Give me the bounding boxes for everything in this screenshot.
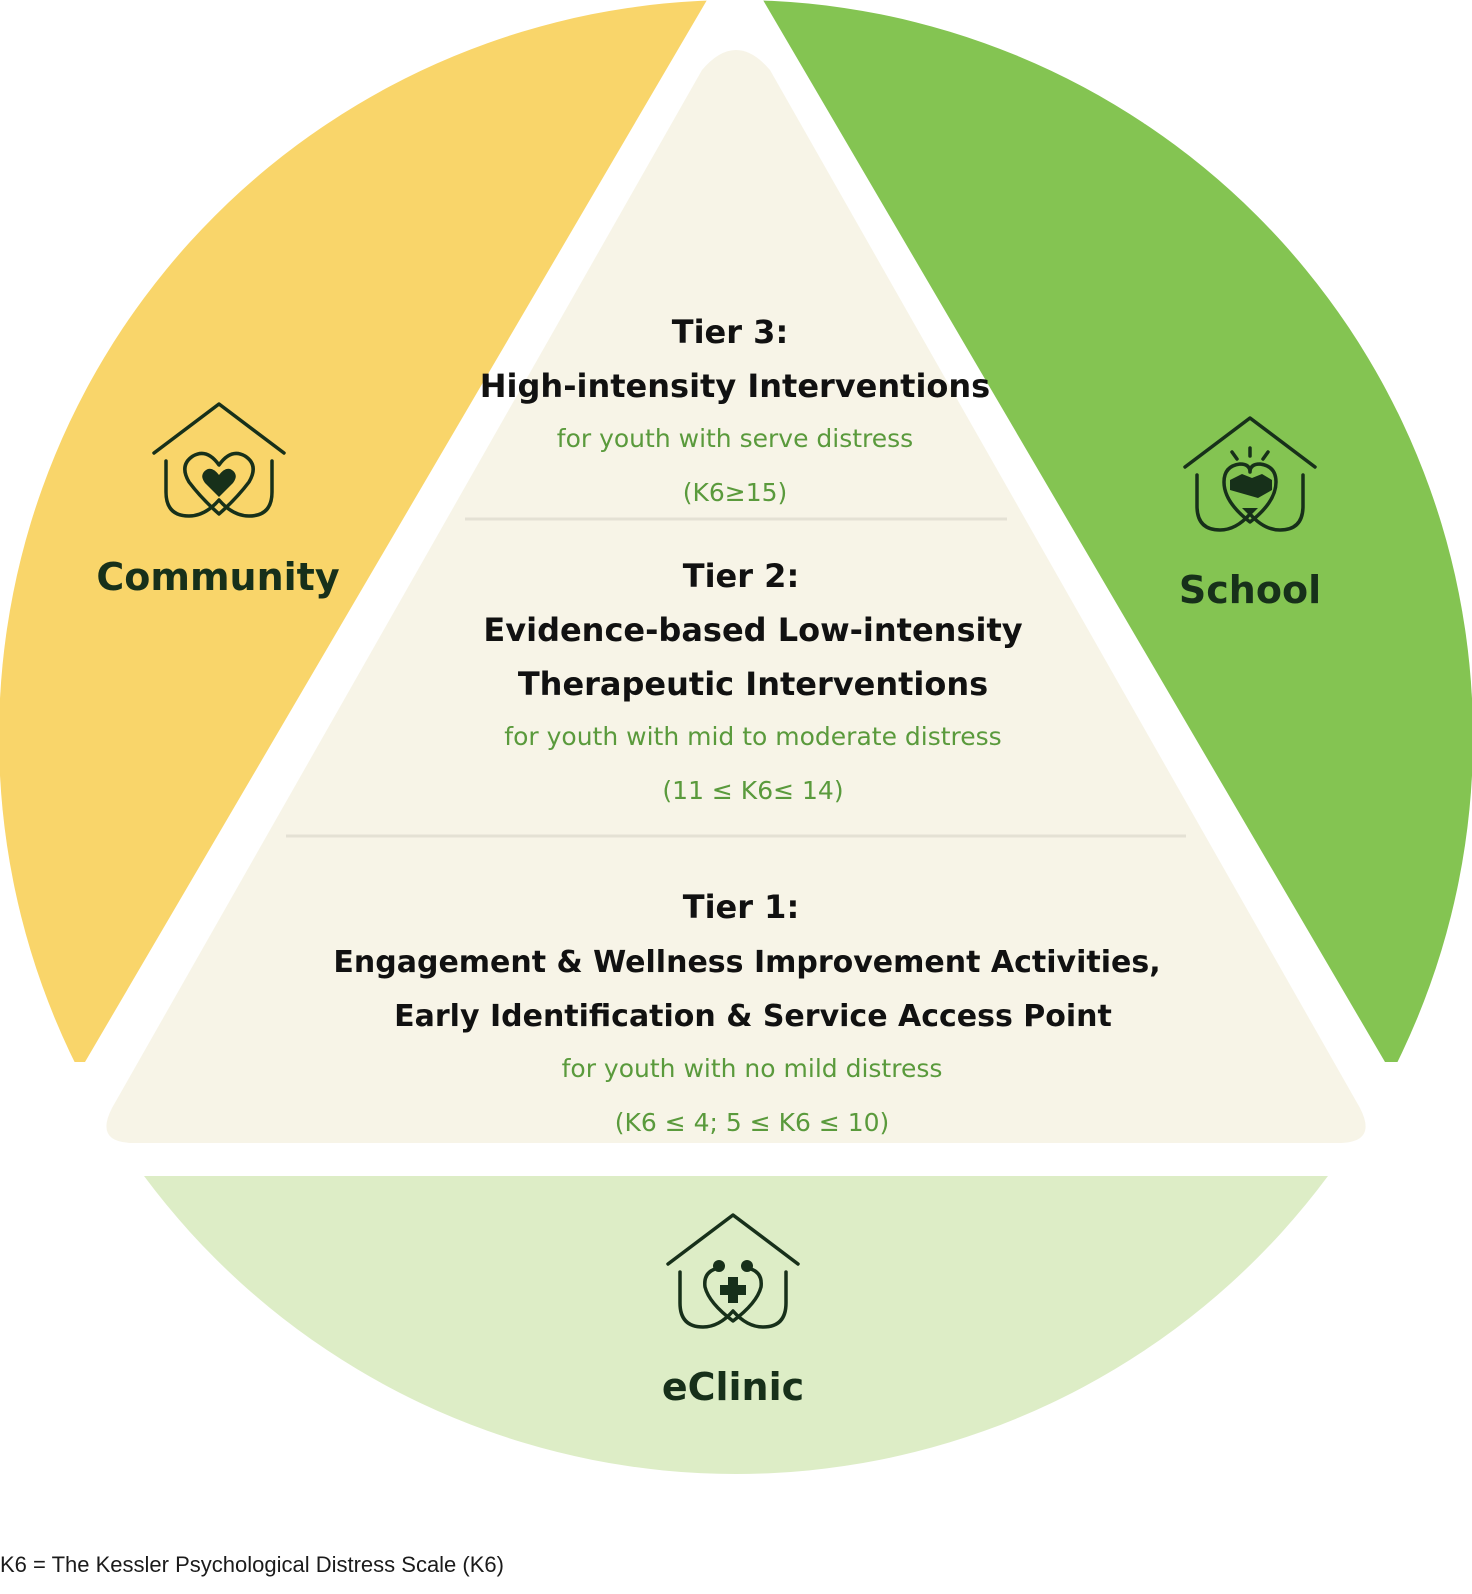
community-segment bbox=[0, 0, 707, 1062]
tier2-title-line2: Therapeutic Interventions bbox=[518, 665, 988, 703]
tier3-title: High-intensity Interventions bbox=[480, 367, 990, 405]
tier1-heading: Tier 1: bbox=[683, 888, 799, 926]
pyramid bbox=[106, 50, 1366, 1143]
community-label: Community bbox=[96, 555, 339, 599]
tier1-range: (K6 ≤ 4; 5 ≤ K6 ≤ 10) bbox=[615, 1108, 890, 1137]
tier2-subtitle: for youth with mid to moderate distress bbox=[504, 722, 1001, 751]
house-handshake-icon bbox=[1183, 416, 1317, 532]
tier1-title-line1: Engagement & Wellness Improvement Activi… bbox=[333, 945, 1160, 980]
tier3-range: (K6≥15) bbox=[683, 478, 788, 507]
house-heart-icon bbox=[152, 402, 286, 518]
school-segment bbox=[763, 0, 1472, 1062]
house-medical-cross-icon bbox=[666, 1213, 800, 1329]
tier2-heading: Tier 2: bbox=[683, 557, 799, 595]
tier2-title-line1: Evidence-based Low-intensity bbox=[483, 611, 1022, 649]
tier1-subtitle: for youth with no mild distress bbox=[562, 1054, 943, 1083]
tier3-subtitle: for youth with serve distress bbox=[557, 424, 913, 453]
tier1-title-line2: Early Identification & Service Access Po… bbox=[394, 999, 1112, 1034]
footnote: K6 = The Kessler Psychological Distress … bbox=[0, 1552, 504, 1577]
tier3-heading: Tier 3: bbox=[672, 313, 788, 351]
eclinic-label: eClinic bbox=[662, 1365, 804, 1409]
school-label: School bbox=[1179, 568, 1321, 612]
tier2-range: (11 ≤ K6≤ 14) bbox=[662, 776, 843, 805]
